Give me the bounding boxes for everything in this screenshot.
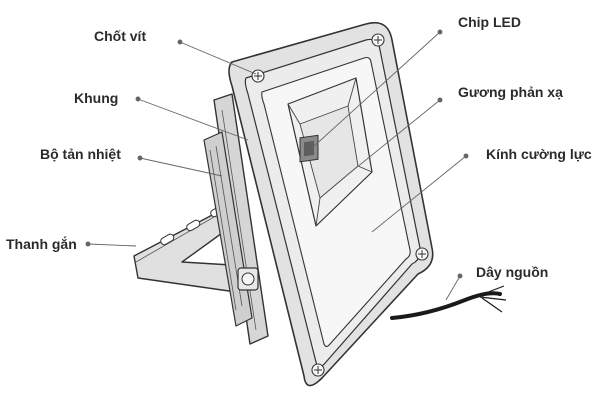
leader-chot-vit [177, 39, 257, 75]
label-thanh-gan: Thanh gắn [6, 236, 77, 252]
label-chip-led: Chip LED [458, 14, 521, 30]
leader-kinh-cuong-luc [371, 153, 469, 233]
label-day-nguon: Dây nguồn [476, 264, 549, 280]
label-bo-tan-nhiet: Bộ tản nhiệt [40, 146, 121, 162]
screw-bottom-left [311, 363, 325, 377]
screw-top-right [371, 33, 385, 47]
led-chip [299, 134, 319, 163]
leader-khung [135, 96, 249, 141]
power-cable [390, 285, 507, 320]
reflector [287, 77, 373, 227]
screw-bottom-right [415, 247, 429, 261]
label-guong-phan-xa: Gương phản xạ [458, 84, 563, 100]
screw-top-left [251, 69, 265, 83]
leader-chip-led [311, 29, 443, 149]
leader-day-nguon [445, 273, 463, 301]
label-chot-vit: Chốt vít [94, 28, 147, 44]
label-khung: Khung [74, 90, 119, 106]
leader-bo-tan-nhiet [137, 155, 223, 177]
leader-thanh-gan [85, 241, 137, 247]
leader-guong-phan-xa [345, 97, 443, 177]
corner-screws [251, 33, 429, 377]
bracket-pivot-bolt [237, 267, 259, 291]
label-kinh-cuong-luc: Kính cường lực [486, 146, 592, 162]
leader-lines [85, 29, 469, 301]
